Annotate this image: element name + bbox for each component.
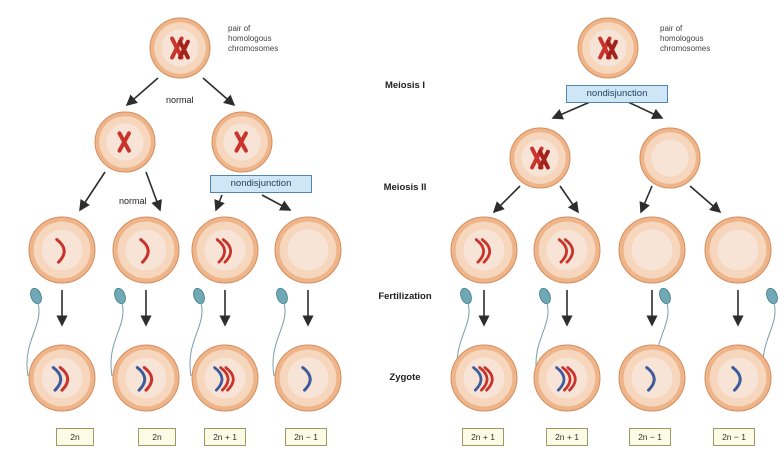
arrow	[560, 186, 578, 212]
arrow	[262, 195, 290, 210]
arrow	[494, 186, 520, 212]
arrow	[553, 102, 590, 118]
phase-meiosis-2: Meiosis II	[345, 182, 465, 193]
parent-cell	[150, 18, 210, 78]
gamete-cell	[619, 217, 685, 283]
gamete-cell	[534, 217, 600, 283]
zygote-cell	[705, 345, 771, 411]
phase-fertilization: Fertilization	[345, 291, 465, 302]
phase-zygote: Zygote	[345, 372, 465, 383]
phase-meiosis-1: Meiosis I	[345, 80, 465, 91]
arrow	[628, 102, 662, 118]
gamete-cell	[275, 217, 341, 283]
right-pair-note: pair of homologous chromosomes	[660, 24, 750, 54]
meiosis-1-cell	[212, 112, 272, 172]
arrow	[203, 78, 234, 105]
left-normal-mid-label: normal	[119, 196, 147, 206]
left-nondisjunction-box: nondisjunction	[210, 175, 312, 193]
zygote-cell	[29, 345, 95, 411]
result-box: 2n + 1	[546, 428, 588, 446]
gamete-cell	[705, 217, 771, 283]
zygote-cell	[534, 345, 600, 411]
result-box: 2n	[56, 428, 94, 446]
meiosis-1-cell	[640, 128, 700, 188]
result-box: 2n	[138, 428, 176, 446]
arrow	[216, 195, 222, 210]
gamete-cell	[451, 217, 517, 283]
parent-cell	[578, 18, 638, 78]
arrow	[127, 78, 158, 105]
right-nondisjunction-box: nondisjunction	[566, 85, 668, 103]
gamete-cell	[192, 217, 258, 283]
zygote-cell	[619, 345, 685, 411]
zygote-cell	[275, 345, 341, 411]
arrow	[641, 186, 652, 212]
result-box: 2n − 1	[629, 428, 671, 446]
arrow	[690, 186, 720, 212]
arrow	[80, 172, 105, 210]
result-box: 2n − 1	[713, 428, 755, 446]
result-box: 2n + 1	[204, 428, 246, 446]
left-normal-top-label: normal	[166, 95, 194, 105]
left-pair-note: pair of homologous chromosomes	[228, 24, 318, 54]
gamete-cell	[113, 217, 179, 283]
meiosis-1-cell	[510, 128, 570, 188]
result-box: 2n + 1	[462, 428, 504, 446]
zygote-cell	[192, 345, 258, 411]
gamete-cell	[29, 217, 95, 283]
meiosis-1-cell	[95, 112, 155, 172]
zygote-cell	[113, 345, 179, 411]
result-box: 2n − 1	[285, 428, 327, 446]
arrow	[146, 172, 160, 210]
